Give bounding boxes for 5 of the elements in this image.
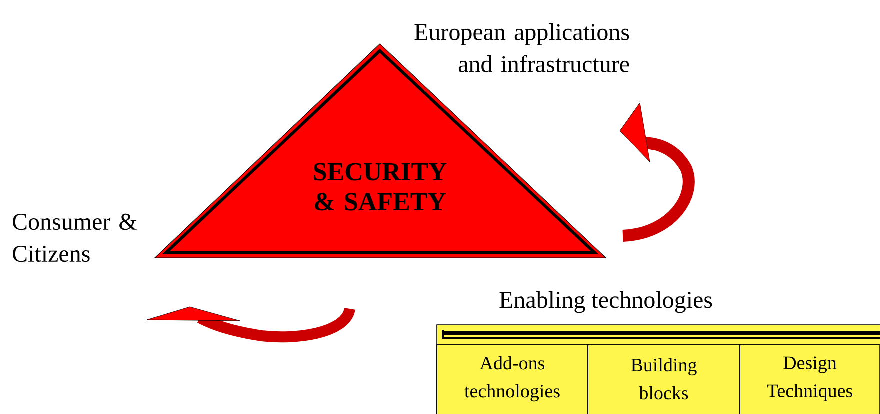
node-label: Enabling technologies	[500, 291, 712, 314]
table-cell: Building blocks	[588, 344, 740, 414]
corner-label: Consumer & Citizens	[13, 214, 137, 262]
table-cell: Design Techniques	[740, 344, 880, 414]
table-cell: Add-ons technologies	[436, 344, 588, 414]
